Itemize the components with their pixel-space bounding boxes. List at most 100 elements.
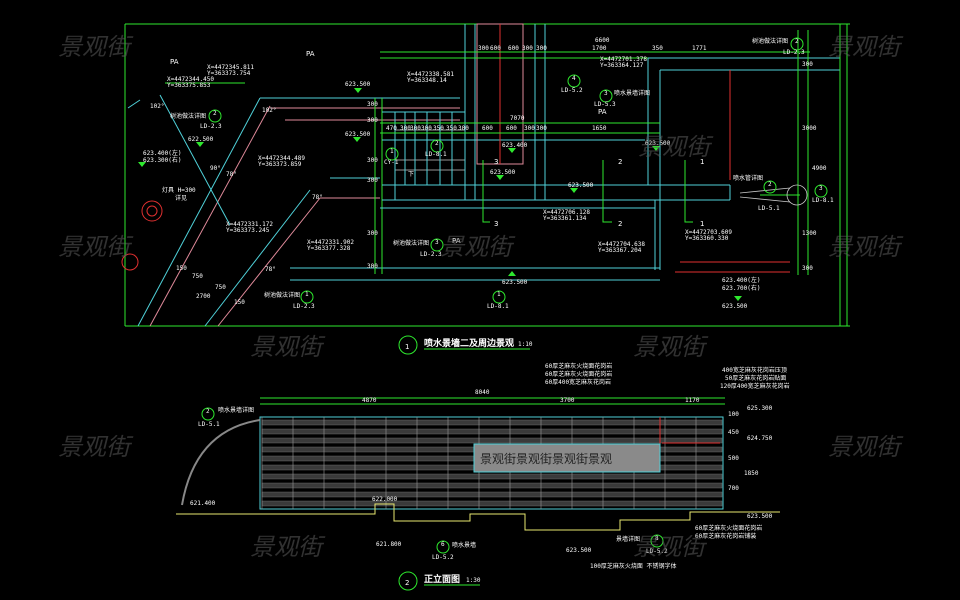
level: 623.500 bbox=[747, 513, 773, 520]
watermark: 景观街 bbox=[250, 533, 326, 561]
elevation-scale: 1:30 bbox=[466, 577, 481, 584]
elevation-label: 623.500 bbox=[345, 131, 371, 138]
sign-text: 景观街景观街景观街景观 bbox=[480, 452, 612, 466]
svg-text:喷水景墙详图: 喷水景墙详图 bbox=[218, 406, 254, 414]
stone-course bbox=[261, 419, 723, 426]
coordinate: Y=363375.853 bbox=[167, 82, 211, 89]
coordinate: X=4472706.128 bbox=[543, 209, 590, 216]
dim: 750 bbox=[215, 284, 226, 291]
dim: 300 bbox=[458, 125, 469, 132]
svg-text:2: 2 bbox=[213, 110, 217, 117]
level-note: 623.400(左) bbox=[143, 149, 182, 157]
dim: 600 bbox=[490, 45, 501, 52]
dim: 150 bbox=[176, 265, 187, 272]
angle: 102° bbox=[262, 107, 276, 114]
dim: 300 bbox=[524, 125, 535, 132]
svg-text:LD-8.1: LD-8.1 bbox=[812, 197, 834, 204]
svg-text:LD-8.1: LD-8.1 bbox=[425, 151, 447, 158]
section-mark: 1 bbox=[700, 158, 704, 166]
material-note: 60厚400宽芝麻灰花岗岩 bbox=[545, 378, 611, 386]
watermark: 景观街 bbox=[633, 333, 709, 361]
svg-text:2: 2 bbox=[206, 408, 210, 415]
plan-number: 1 bbox=[405, 343, 409, 351]
svg-text:树池做法详图: 树池做法详图 bbox=[393, 239, 429, 247]
dim: 300 bbox=[536, 125, 547, 132]
watermark: 景观街 bbox=[633, 533, 709, 561]
dim: 150 bbox=[234, 299, 245, 306]
watermark: 景观街 bbox=[828, 33, 904, 61]
coordinate: Y=363373.754 bbox=[207, 70, 251, 77]
stone-course bbox=[261, 491, 723, 498]
dim: 1771 bbox=[692, 45, 707, 52]
angle: 90° bbox=[210, 165, 221, 172]
stone-course bbox=[261, 473, 723, 480]
dim: 600 bbox=[506, 125, 517, 132]
dim: 300 bbox=[367, 117, 378, 124]
dim: 300 bbox=[367, 157, 378, 164]
svg-text:LD-5.1: LD-5.1 bbox=[198, 421, 220, 428]
svg-text:树池做法详图: 树池做法详图 bbox=[752, 37, 788, 45]
elevation-markers bbox=[138, 88, 742, 301]
coordinate: Y=363373.245 bbox=[226, 227, 270, 234]
lamp-note: 详见 bbox=[175, 194, 187, 202]
svg-text:LD-2.3: LD-2.3 bbox=[200, 123, 222, 130]
dim: 300 bbox=[367, 263, 378, 270]
material-note: 60厚芝麻灰火烧面花岗岩 bbox=[545, 362, 612, 370]
level: 624.750 bbox=[747, 435, 773, 442]
watermark: 景观街 bbox=[58, 33, 134, 61]
dim: 350 bbox=[652, 45, 663, 52]
angle: 78° bbox=[226, 171, 237, 178]
material-note: 120厚400宽芝麻灰花岗岩 bbox=[720, 382, 790, 390]
diagonal-path bbox=[127, 82, 660, 327]
plan-scale: 1:10 bbox=[518, 341, 533, 348]
bottom-note: 100厚芝麻灰火烧面 不锈钢字体 bbox=[590, 562, 676, 570]
svg-text:1: 1 bbox=[305, 291, 309, 298]
watermark: 景观街 bbox=[638, 133, 714, 161]
watermark: 景观街 bbox=[58, 433, 134, 461]
svg-text:2: 2 bbox=[435, 140, 439, 147]
dim: 300 bbox=[536, 45, 547, 52]
svg-text:喷水景墙: 喷水景墙 bbox=[452, 541, 476, 549]
material-note: 400宽芝麻灰花岗岩压顶 bbox=[722, 366, 787, 374]
svg-text:8: 8 bbox=[655, 535, 659, 542]
section-mark: 3 bbox=[494, 158, 498, 166]
dim: 4900 bbox=[812, 165, 827, 172]
stair-label: 下 bbox=[408, 171, 414, 178]
elevation-label: 623.400 bbox=[502, 142, 528, 149]
angle: 78° bbox=[312, 194, 323, 201]
svg-text:3: 3 bbox=[604, 90, 608, 97]
elevation-label: 623.500 bbox=[345, 81, 371, 88]
elevation-label: 623.500 bbox=[722, 303, 748, 310]
svg-text:树池做法详图: 树池做法详图 bbox=[264, 291, 300, 299]
dim: 100 bbox=[728, 411, 739, 418]
material-note: 60厚芝麻灰花岗岩铺装 bbox=[695, 532, 756, 540]
svg-text:CY-1: CY-1 bbox=[384, 159, 399, 166]
coordinate: Y=363377.328 bbox=[307, 245, 351, 252]
elevation-wall: 景观街景观街景观街景观 bbox=[176, 397, 780, 531]
stone-course bbox=[261, 437, 723, 444]
section-mark: 2 bbox=[618, 220, 622, 228]
elevation-label: 623.500 bbox=[490, 169, 516, 176]
dim: 600 bbox=[508, 45, 519, 52]
dim: 300 bbox=[421, 125, 432, 132]
level: 622.000 bbox=[372, 496, 398, 503]
area-label: PA bbox=[170, 58, 179, 66]
dim-mid-total: 7070 bbox=[510, 115, 525, 122]
elevation-title: 2 正立面图 1:30 bbox=[398, 571, 481, 591]
dim: 4870 bbox=[362, 397, 377, 404]
area-label: PA bbox=[452, 237, 461, 245]
svg-text:4: 4 bbox=[572, 75, 576, 82]
material-note: 60厚芝麻灰火烧面花岗岩 bbox=[695, 524, 762, 532]
level: 621.400 bbox=[190, 500, 216, 507]
coordinate: Y=363364.127 bbox=[600, 62, 644, 69]
angle: 102° bbox=[150, 103, 164, 110]
level: 621.800 bbox=[376, 541, 402, 548]
coordinate: X=4472701.378 bbox=[600, 56, 647, 63]
svg-text:LD-5.2: LD-5.2 bbox=[432, 554, 454, 561]
dim: 300 bbox=[522, 45, 533, 52]
svg-text:树池做法详图: 树池做法详图 bbox=[170, 112, 206, 120]
coordinate: Y=363361.134 bbox=[543, 215, 587, 222]
dim: 600 bbox=[482, 125, 493, 132]
central-block bbox=[374, 23, 841, 326]
